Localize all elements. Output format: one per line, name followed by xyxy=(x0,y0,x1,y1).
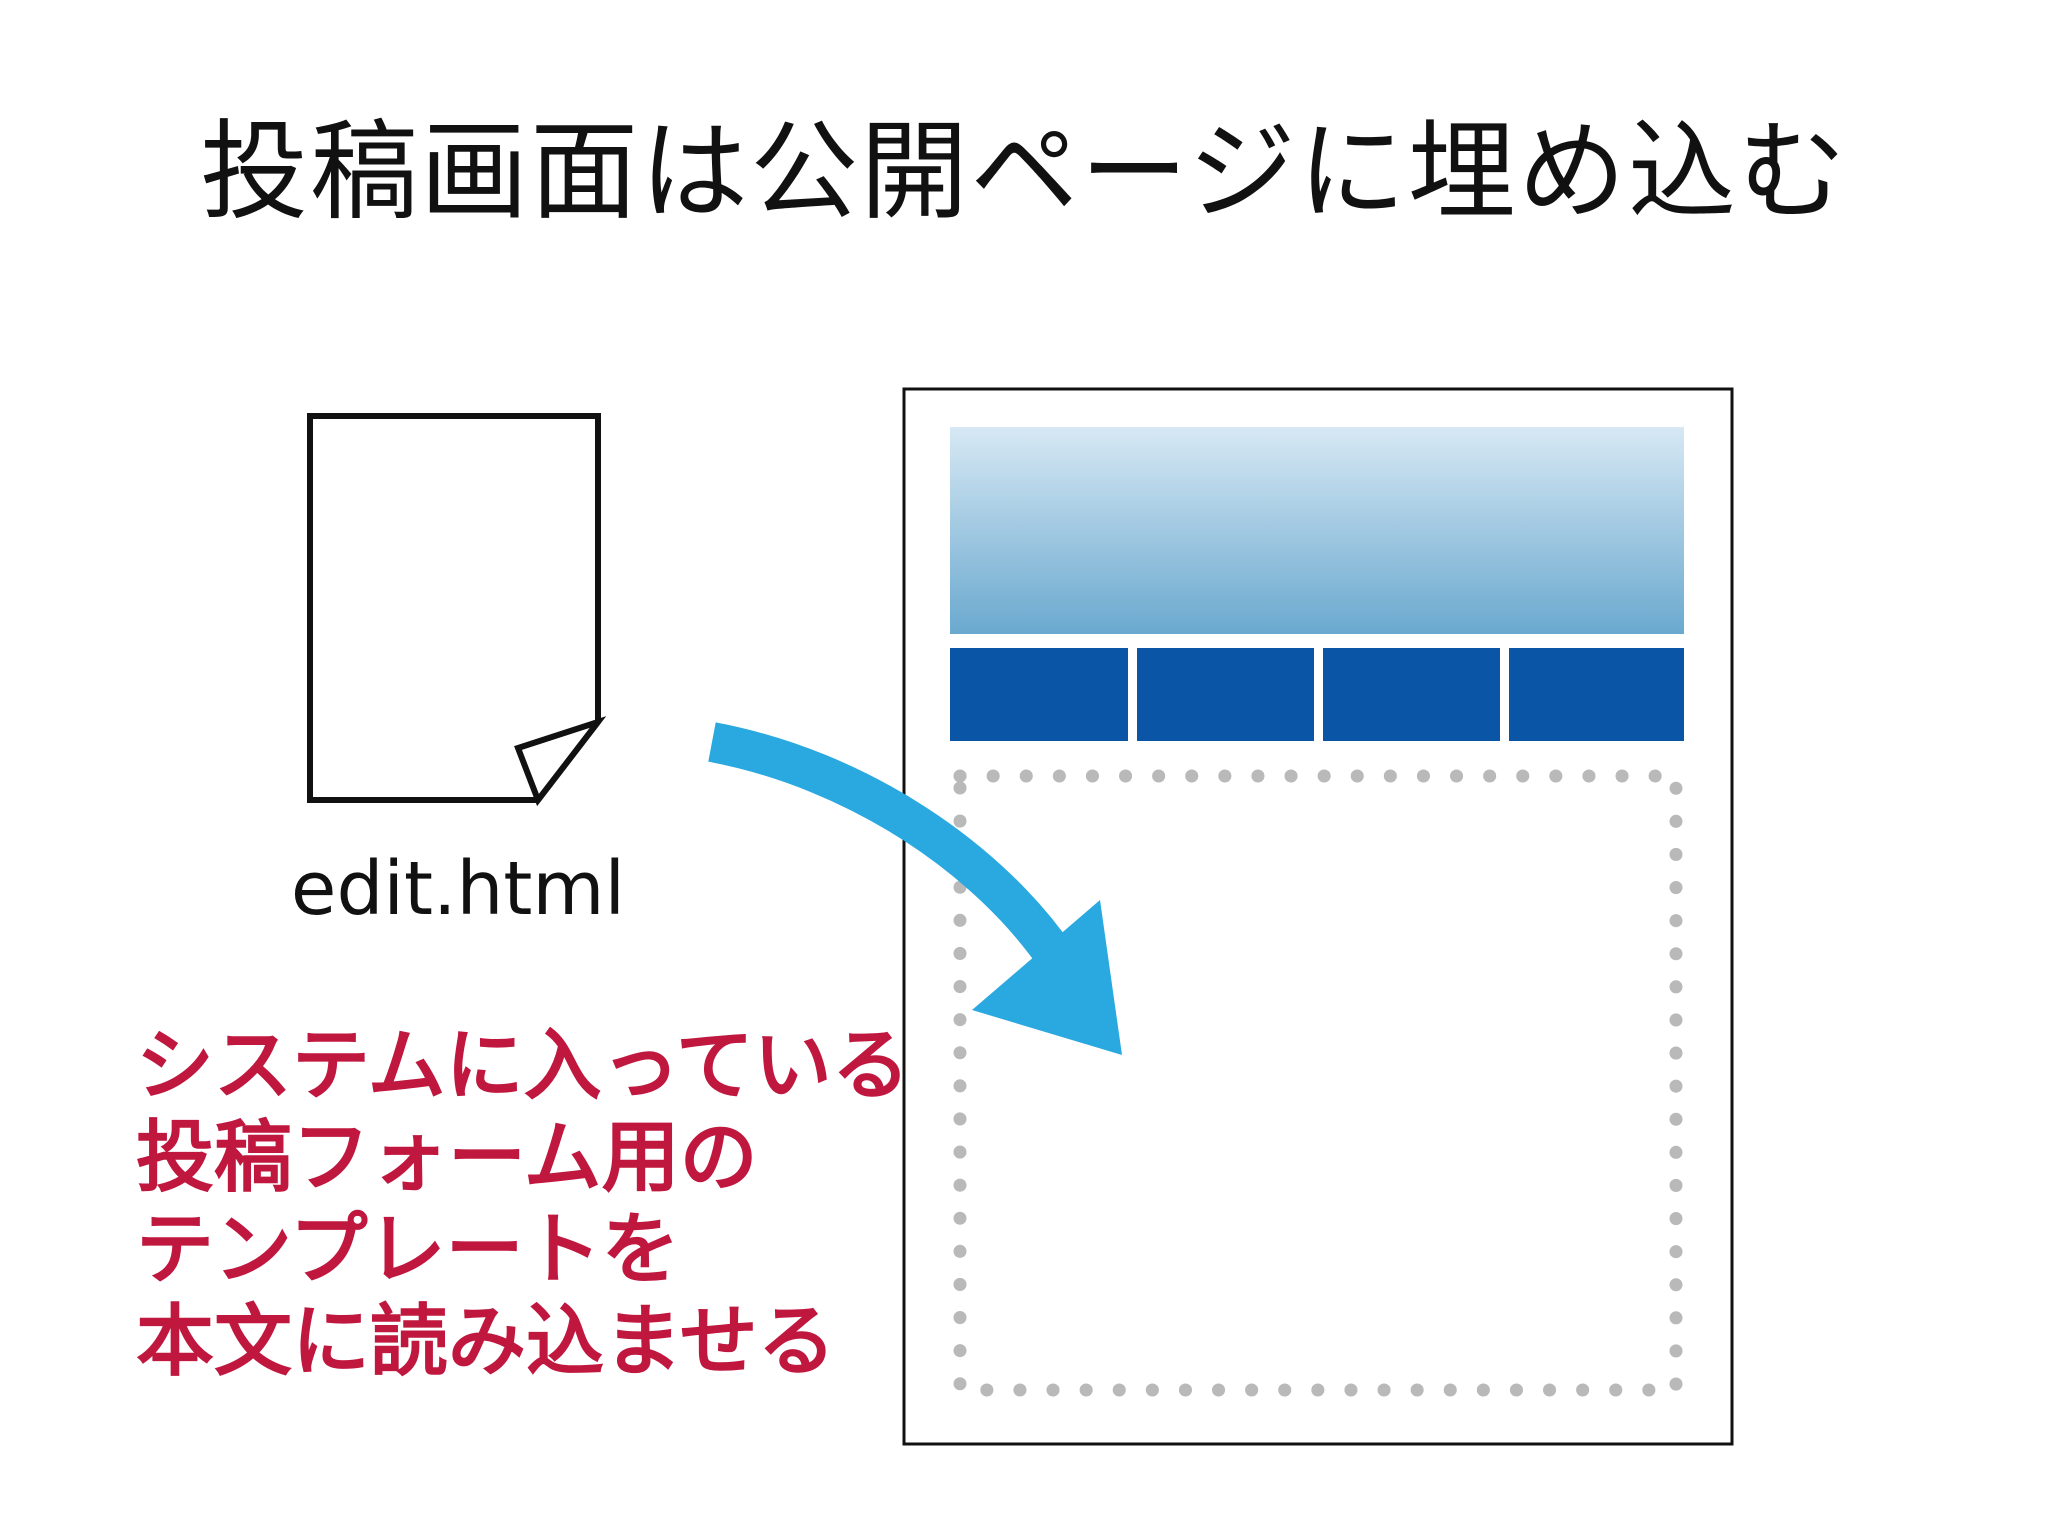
nav-block xyxy=(1323,648,1500,741)
caption-line: 投稿フォーム用の xyxy=(136,1113,758,1203)
content-embed-area xyxy=(953,769,1683,1397)
page-nav-bar xyxy=(950,648,1684,741)
caption-line: システムに入っている xyxy=(136,1021,910,1111)
page-header-area xyxy=(950,427,1684,634)
caption-text: システムに入っている 投稿フォーム用の テンプレートを 本文に読み込ませる xyxy=(136,1020,936,1388)
nav-block xyxy=(1509,648,1684,741)
caption-line: テンプレートを xyxy=(136,1205,680,1295)
caption-line: 本文に読み込ませる xyxy=(136,1297,836,1387)
embed-arrow xyxy=(708,722,1122,1055)
diagram-title: 投稿画面は公開ページに埋め込む xyxy=(200,110,1848,235)
nav-block xyxy=(1137,648,1314,741)
nav-block xyxy=(950,648,1128,741)
document-icon xyxy=(307,413,607,807)
file-name-label: edit.html xyxy=(291,846,625,932)
